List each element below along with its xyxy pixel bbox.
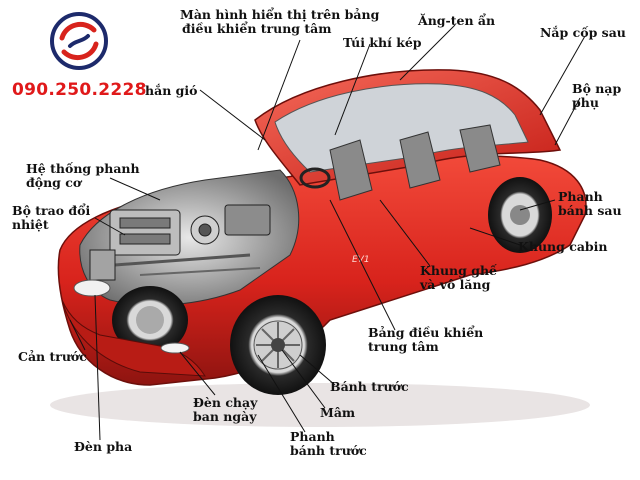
label-cabin-frame: Khung cabin: [518, 239, 608, 254]
label-center-console: Bảng điều khiển trung tâm: [368, 325, 484, 354]
label-hidden-antenna: Ăng-ten ẩn: [418, 13, 496, 28]
engine-details: [89, 204, 271, 281]
front-left-wheel-graphic: [112, 286, 188, 354]
label-trunk-lid: Nắp cốp sau: [540, 25, 626, 40]
label-windshield-partial: hắn gió: [145, 83, 198, 98]
label-headlight: Đèn pha: [74, 439, 133, 454]
label-daytime-light: Đèn chạy ban ngày: [193, 395, 258, 424]
label-aux-charger: Bộ nạp phụ: [572, 81, 622, 110]
label-seat-frame: Khung ghế và vô lăng: [420, 263, 498, 292]
label-front-bumper: Cản trước: [18, 349, 87, 364]
label-rear-brake: Phanh bánh sau: [558, 189, 622, 218]
brand-logo: [50, 12, 108, 70]
label-dual-airbag: Túi khí kép: [343, 35, 422, 50]
headlight-graphic: [73, 279, 111, 297]
ev1-badge: EV1: [352, 255, 370, 265]
label-heat-exchanger: Bộ trao đổi nhiệt: [12, 203, 91, 232]
label-front-brake: Phanh bánh trước: [290, 429, 367, 458]
daytime-light-graphic: [160, 342, 190, 354]
rear-wheel: [488, 177, 552, 253]
leader-lines: [69, 24, 586, 441]
label-front-wheel: Bánh trước: [330, 379, 409, 394]
steering-wheel: [299, 167, 331, 189]
front-wheel-graphic: [230, 295, 326, 395]
front-bumper-graphic: [61, 299, 206, 377]
label-brake-system: Hệ thống phanh động cơ: [26, 161, 140, 190]
car-shadow: [50, 383, 590, 427]
engine-bay: [79, 169, 300, 306]
label-rim: Mâm: [320, 405, 356, 420]
seats: [329, 124, 501, 201]
phone-number[interactable]: 090.250.2228: [12, 80, 147, 100]
label-dashboard-screen: Màn hình hiển thị trên bảng điều khiển t…: [180, 7, 380, 36]
